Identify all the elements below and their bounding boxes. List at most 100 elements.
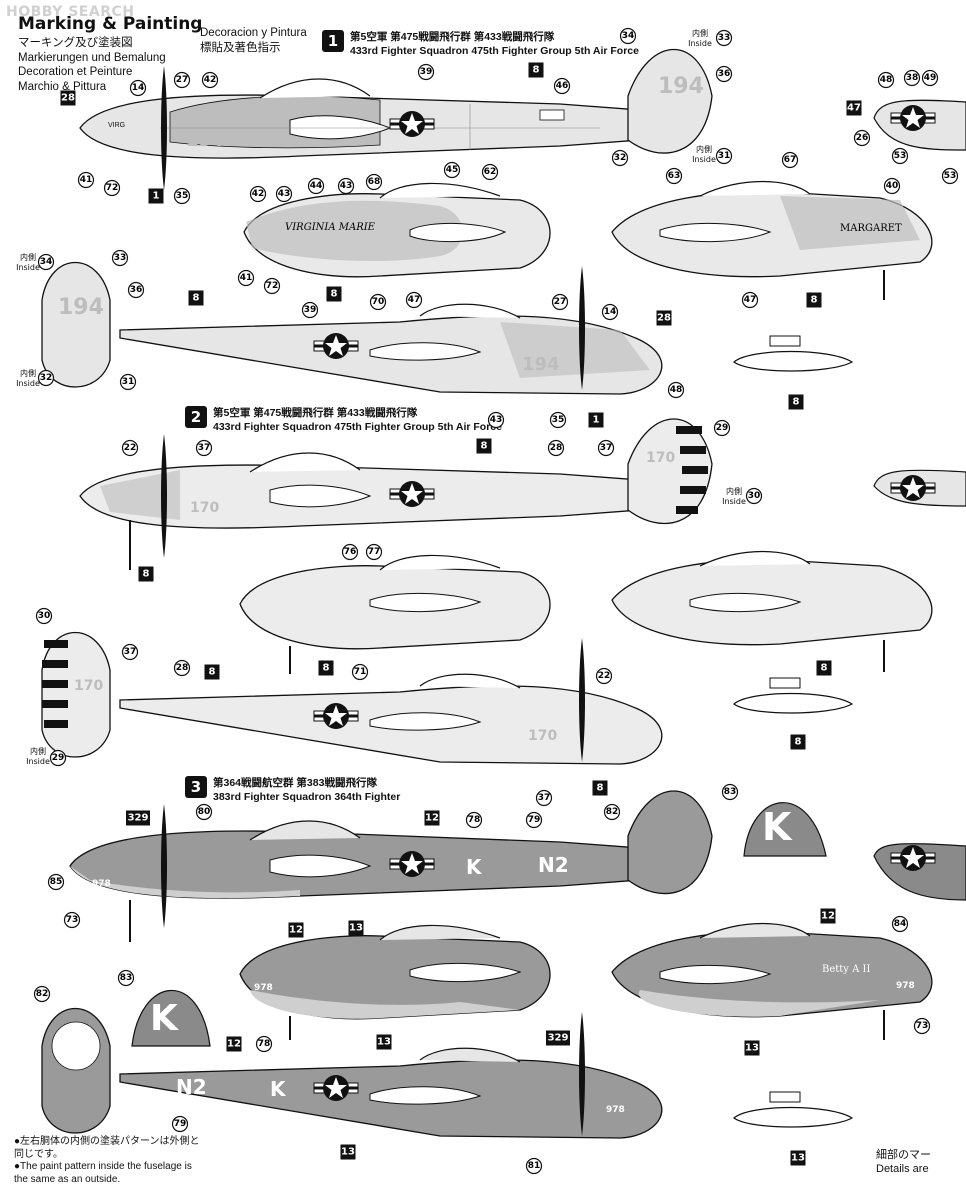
callout-square-number: 329: [548, 1033, 569, 1044]
callout-circle: [713, 419, 731, 437]
callout-number: 31: [122, 377, 135, 387]
callout-circle: [549, 411, 567, 429]
callout-circle: [337, 177, 355, 195]
callout-circle: [63, 911, 81, 929]
aircraft-2-left-view: 170 170: [79, 418, 713, 570]
callout-square-number: 1: [593, 415, 600, 426]
callout-number: 41: [240, 273, 253, 283]
callout-square: [288, 922, 304, 938]
callout-square: [60, 90, 76, 106]
invasion-stripes-2-right: [42, 640, 68, 728]
callout-square-number: 12: [289, 925, 303, 936]
callout-square-number: 8: [793, 397, 800, 408]
callout-number: 71: [354, 667, 367, 677]
callout-circle: [553, 77, 571, 95]
scheme-1-header: 第5空軍 第475戦闘飛行群 第433戦闘飛行隊 433rd Fighter S…: [350, 30, 639, 58]
callout-number: 14: [132, 83, 145, 93]
nose-1-right: MARGARET: [611, 181, 933, 300]
callout-circle: [129, 79, 147, 97]
details-jp: 細部のマー: [876, 1149, 931, 1161]
inside-label-1c-en: Inside: [16, 263, 40, 272]
title-fr: Decoration et Peinture: [18, 66, 133, 78]
callout-square: [348, 920, 364, 936]
callout-number: 79: [528, 815, 541, 825]
callout-circle: [111, 249, 129, 267]
callout-square-number: 8: [533, 65, 540, 76]
callout-square-number: 13: [377, 1037, 391, 1048]
callout-circle: [365, 543, 383, 561]
callout-square: [592, 780, 608, 796]
callout-circle: [171, 1115, 189, 1133]
callout-circle: [525, 811, 543, 829]
footnote-en: ●The paint pattern inside the fuselage i…: [14, 1161, 192, 1185]
callout-number: 35: [552, 415, 565, 425]
tail-letter-3-left: K: [150, 998, 179, 1039]
callout-circle: [891, 915, 909, 933]
aircraft-3-left-view: K N2 978: [69, 790, 713, 942]
callout-circle: [173, 659, 191, 677]
callout-number: 36: [130, 285, 143, 295]
callout-number: 45: [446, 165, 459, 175]
callout-circle: [853, 129, 871, 147]
callout-circle: [601, 303, 619, 321]
callout-number: 78: [258, 1039, 271, 1049]
callout-number: 39: [304, 305, 317, 315]
callout-number: 33: [718, 33, 731, 43]
callout-number: 47: [408, 295, 421, 305]
callout-circle: [547, 439, 565, 457]
callout-number: 42: [204, 75, 217, 85]
callout-number: 36: [718, 69, 731, 79]
nose-1-left: VIRGINIA MARIE: [243, 182, 551, 278]
tail-number-2-right: 170: [74, 678, 103, 694]
callout-circle: [173, 71, 191, 89]
callout-number: 37: [124, 647, 137, 657]
callout-square: [816, 660, 832, 676]
aircraft-2-right-crop: [873, 469, 966, 507]
callout-circle: [37, 253, 55, 271]
callout-circle: [465, 811, 483, 829]
callout-number: 73: [916, 1021, 929, 1031]
callout-number: 79: [174, 1119, 187, 1129]
callout-square-number: 8: [143, 569, 150, 580]
callout-circle: [665, 167, 683, 185]
nose-number-3-left: 978: [254, 983, 273, 993]
callout-square: [846, 100, 862, 116]
details-note: 細部のマー Details are: [876, 1148, 931, 1176]
callout-circle: [417, 63, 435, 81]
callout-circle: [941, 167, 959, 185]
wing-profile-1: [733, 335, 854, 372]
callout-circle: [597, 439, 615, 457]
callout-number: 43: [278, 189, 291, 199]
nose-number-3: 978: [92, 879, 111, 889]
callout-number: 67: [784, 155, 797, 165]
callout-circle: [249, 185, 267, 203]
callout-circle: [721, 783, 739, 801]
callout-number: 29: [716, 423, 729, 433]
callout-circle: [745, 487, 763, 505]
title-translations: マーキング及び塗装図 Markierungen und Bemalung Dec…: [18, 36, 166, 94]
callout-number: 48: [670, 385, 683, 395]
callout-circle: [535, 789, 553, 807]
callout-square: [424, 810, 440, 826]
callout-number: 38: [906, 73, 919, 83]
aircraft-1-left-view: VIRG 194 194: [79, 48, 713, 190]
callout-square-number: 8: [821, 663, 828, 674]
callout-circle: [49, 749, 67, 767]
callout-circle: [595, 667, 613, 685]
callout-circle: [35, 607, 53, 625]
code-letter-3-right: K: [270, 1077, 287, 1101]
callout-square-number: 8: [597, 783, 604, 794]
callout-circle: [619, 27, 637, 45]
tail-number-2: 170: [646, 450, 675, 466]
nose-2-right: [611, 551, 933, 672]
callout-square-number: 28: [657, 313, 671, 324]
scheme-3-badge: 3: [185, 776, 207, 798]
title-jp: マーキング及び塗装図: [18, 37, 133, 49]
nose-number-1-right: 194: [522, 354, 560, 375]
callout-square-number: 8: [323, 663, 330, 674]
inside-label-1c: 内側: [20, 252, 36, 262]
scheme-2-badge: 2: [185, 406, 207, 428]
callout-number: 37: [600, 443, 613, 453]
